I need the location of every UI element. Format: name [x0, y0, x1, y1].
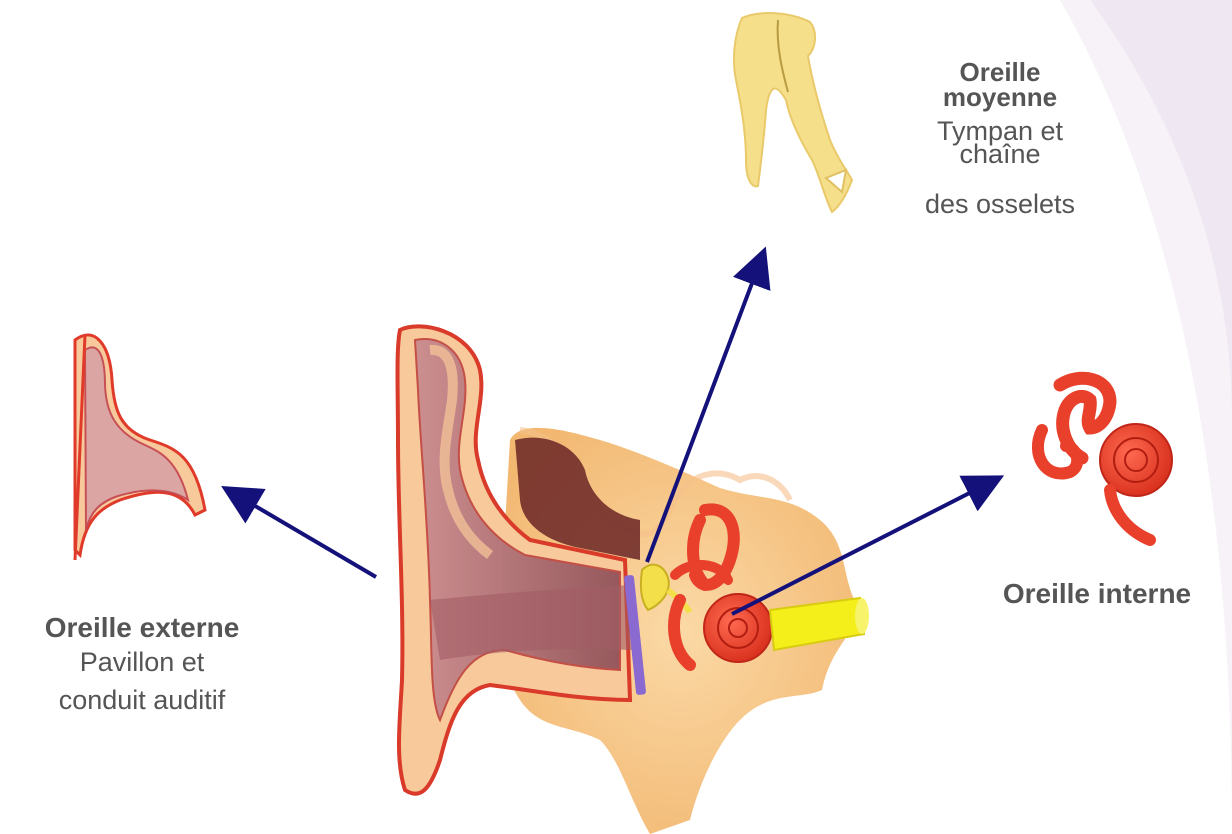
outer-ear-desc-line1: Pavillon et: [0, 644, 284, 682]
middle-ear-title-line1: Oreille: [880, 60, 1120, 85]
arrow-to-outer-ear: [228, 490, 376, 577]
middle-ear-desc-line3: des osselets: [880, 189, 1120, 220]
inner-ear-image: [1038, 378, 1172, 540]
middle-ear-title-line2: moyenne: [880, 85, 1120, 110]
middle-ear-label: Oreille moyenne Tympan et chaîne des oss…: [880, 60, 1120, 220]
outer-ear-desc-line2: conduit auditif: [0, 682, 284, 720]
middle-ear-desc-line2: chaîne: [880, 142, 1120, 166]
inner-ear-label: Oreille interne: [962, 578, 1232, 610]
outer-ear-section-image: [75, 335, 205, 560]
inner-ear-title: Oreille interne: [962, 578, 1232, 610]
ossicles-image: [734, 13, 852, 212]
outer-ear-label: Oreille externe Pavillon et conduit audi…: [0, 612, 284, 720]
outer-ear-title: Oreille externe: [0, 612, 284, 644]
